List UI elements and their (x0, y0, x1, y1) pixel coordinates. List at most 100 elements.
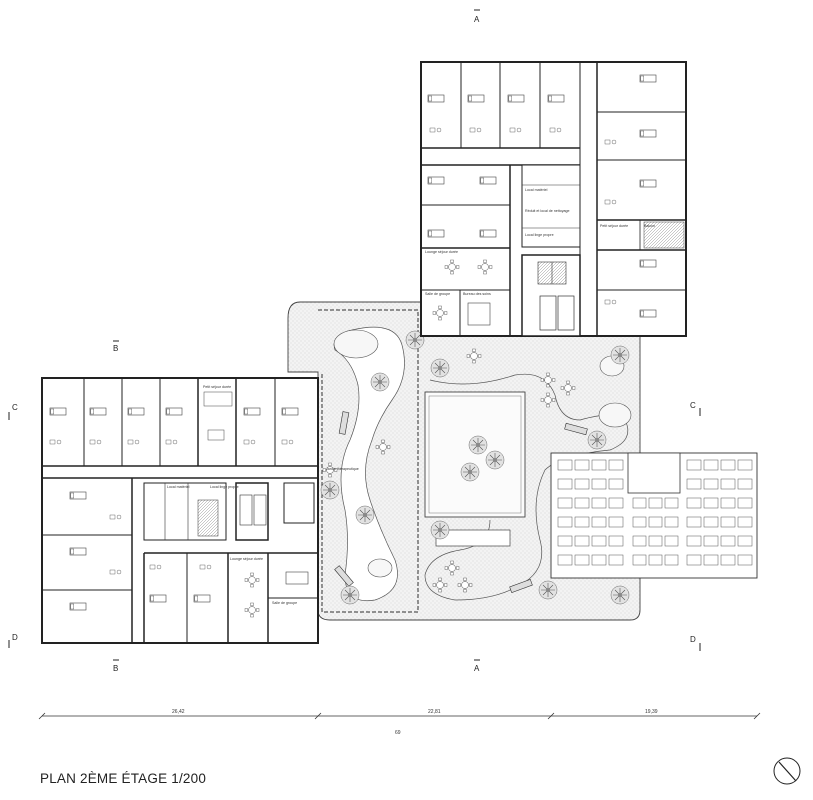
pergola-cell (686, 535, 702, 547)
room-local-materiel-west: Local matériel (167, 485, 190, 489)
bench (338, 411, 350, 435)
room-bureau-soins: Bureau des soins (463, 292, 491, 296)
svg-text:B: B (113, 344, 118, 353)
pergola-cell (703, 535, 719, 547)
pergola-cell (557, 478, 573, 490)
section-c-right: C (690, 401, 701, 416)
garden-path-east (424, 373, 629, 601)
pergola-cell (720, 497, 736, 509)
garden-label: Jardin thérapeutique (326, 467, 359, 471)
pergola-cell (608, 516, 624, 528)
pergola-cell (737, 459, 753, 471)
pergola-cell (632, 516, 647, 528)
pergola-grid (550, 452, 758, 579)
pergola-cell (664, 516, 679, 528)
section-a-top: A (474, 9, 480, 24)
west-wing: Petit séjour durée Local linge propre Lo… (41, 377, 319, 644)
pergola-cell (632, 497, 647, 509)
section-markers: A A B B C C D D (8, 9, 701, 673)
pergola-cell (720, 516, 736, 528)
terrace-boundary (318, 309, 419, 613)
pergola-cell (703, 554, 719, 566)
pergola-cell (664, 554, 679, 566)
pergola-cell (591, 478, 607, 490)
pergola-cell (557, 497, 573, 509)
pergola-cell (648, 516, 663, 528)
pergola-cell (591, 535, 607, 547)
svg-text:B: B (113, 664, 118, 673)
section-a-bottom: A (474, 659, 480, 673)
room-linge-propre: Local linge propre (525, 233, 554, 237)
garden-bed-1 (333, 329, 379, 359)
pergola-cell (737, 478, 753, 490)
dimension-19-39: 19,39 (645, 709, 658, 715)
plan-title: PLAN 2ÈME ÉTAGE 1/200 (40, 771, 207, 786)
pergola-cell (608, 497, 624, 509)
pergola-cell (574, 497, 590, 509)
pergola-cell (557, 535, 573, 547)
central-lawn (424, 391, 526, 518)
svg-text:C: C (12, 403, 18, 412)
pergola-cell (703, 459, 719, 471)
pergola-cell (686, 554, 702, 566)
bench (334, 565, 354, 587)
pergola-cell (632, 535, 647, 547)
pergola-cell (574, 535, 590, 547)
pergola-cell (591, 497, 607, 509)
room-petit-sejour-north: Petit séjour durée (600, 224, 628, 228)
bench (509, 579, 533, 593)
garden-bed-4 (598, 402, 632, 428)
pergola-cell (664, 535, 679, 547)
pergola-cell (720, 535, 736, 547)
room-balcon: Balcon (644, 224, 655, 228)
svg-text:D: D (690, 635, 696, 644)
pergola-cell (648, 497, 663, 509)
bench (564, 422, 588, 436)
pergola-cell (686, 459, 702, 471)
pergola-cell (608, 478, 624, 490)
section-b-bottom: B (113, 659, 119, 673)
pergola-cell (686, 516, 702, 528)
pergola-cell (591, 554, 607, 566)
room-lounge-west: Lounge séjour durée (230, 557, 263, 561)
section-d-left: D (8, 633, 18, 648)
pergola-cell (720, 459, 736, 471)
pergola-cell (608, 459, 624, 471)
pergola-cell (557, 516, 573, 528)
dimension-line: 26,42 22,81 19,39 69 (38, 709, 761, 736)
pergola-cell (608, 535, 624, 547)
pergola-cell (686, 497, 702, 509)
pergola-cell (737, 535, 753, 547)
room-lounge-north: Lounge séjour durée (425, 250, 458, 254)
dimension-26-42: 26,42 (172, 709, 185, 715)
pergola-cell (703, 497, 719, 509)
pergola-cell (557, 554, 573, 566)
pergola-cell (664, 497, 679, 509)
pergola-cell (574, 478, 590, 490)
pergola-cell (608, 554, 624, 566)
pergola-cell (703, 516, 719, 528)
pergola-cell (737, 516, 753, 528)
garden-bed-2 (367, 558, 393, 578)
dimension-22-81: 22,81 (428, 709, 441, 715)
pergola-cell (720, 478, 736, 490)
pergola-cell (591, 459, 607, 471)
pergola-cell (703, 478, 719, 490)
svg-text:C: C (690, 401, 696, 410)
svg-text:A: A (474, 15, 480, 24)
pergola-cell (648, 535, 663, 547)
pergola-cell (686, 478, 702, 490)
room-petit-sejour-west: Petit séjour durée (203, 385, 231, 389)
section-b-top: B (113, 340, 119, 353)
pergola-cell (737, 497, 753, 509)
pergola-cell (574, 459, 590, 471)
room-local-materiel: Local matériel (525, 188, 548, 192)
pergola-cell (632, 554, 647, 566)
svg-text:D: D (12, 633, 18, 642)
pergola-cell (591, 516, 607, 528)
pergola-cell (720, 554, 736, 566)
pergola-cell (648, 554, 663, 566)
north-wing: Local matériel Réduit et local de nettoy… (420, 61, 687, 337)
garden-path (333, 326, 405, 602)
